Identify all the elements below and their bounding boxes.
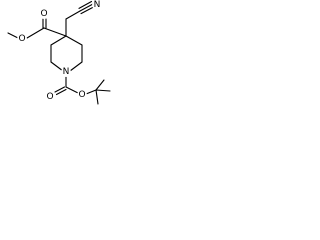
bond-tbu-methyl-right bbox=[95, 89, 111, 92]
label-bg bbox=[45, 92, 55, 102]
ring-nitrogen-label: N bbox=[63, 67, 70, 77]
triple-bond-1 bbox=[79, 3, 94, 12]
bond-tbu-methyl-down bbox=[95, 89, 99, 105]
bond-boc-c-o bbox=[65, 86, 79, 94]
bond-tbu-methyl-up bbox=[95, 79, 105, 91]
atom-labels: N O O N O O bbox=[17, 0, 102, 102]
bond-ester-c-o bbox=[26, 27, 45, 39]
label-bg bbox=[92, 0, 102, 10]
label-bg bbox=[17, 34, 27, 44]
ester-carbonyl-oxygen-label: O bbox=[40, 9, 47, 19]
bonds bbox=[7, 0, 111, 105]
ester-ether-oxygen-label: O bbox=[18, 34, 25, 44]
label-bg bbox=[61, 67, 71, 77]
bond-c4-ester-c bbox=[43, 27, 67, 37]
ring-bond-c5-c4 bbox=[50, 35, 67, 46]
ring-bond-c2-n1 bbox=[69, 61, 83, 72]
nitrile-nitrogen-label: N bbox=[94, 0, 101, 10]
ring-bond-c4-c3 bbox=[65, 35, 83, 46]
bond-o-quaternary-c bbox=[85, 89, 97, 95]
boc-carbonyl-oxygen-label: O bbox=[46, 92, 53, 102]
ring-bond-n1-c6 bbox=[50, 61, 64, 72]
boc-double-bond-a bbox=[54, 86, 66, 93]
triple-bond-2 bbox=[78, 0, 93, 9]
label-bg bbox=[39, 9, 49, 19]
label-bg bbox=[77, 90, 87, 100]
structure-diagram: N O O N O O bbox=[7, 0, 111, 105]
bond-ch2-cn bbox=[65, 10, 81, 20]
triple-bond-3 bbox=[80, 5, 96, 15]
boc-ether-oxygen-label: O bbox=[78, 90, 85, 100]
boc-double-bond-b bbox=[55, 88, 67, 96]
bond-o-methyl bbox=[7, 32, 19, 39]
